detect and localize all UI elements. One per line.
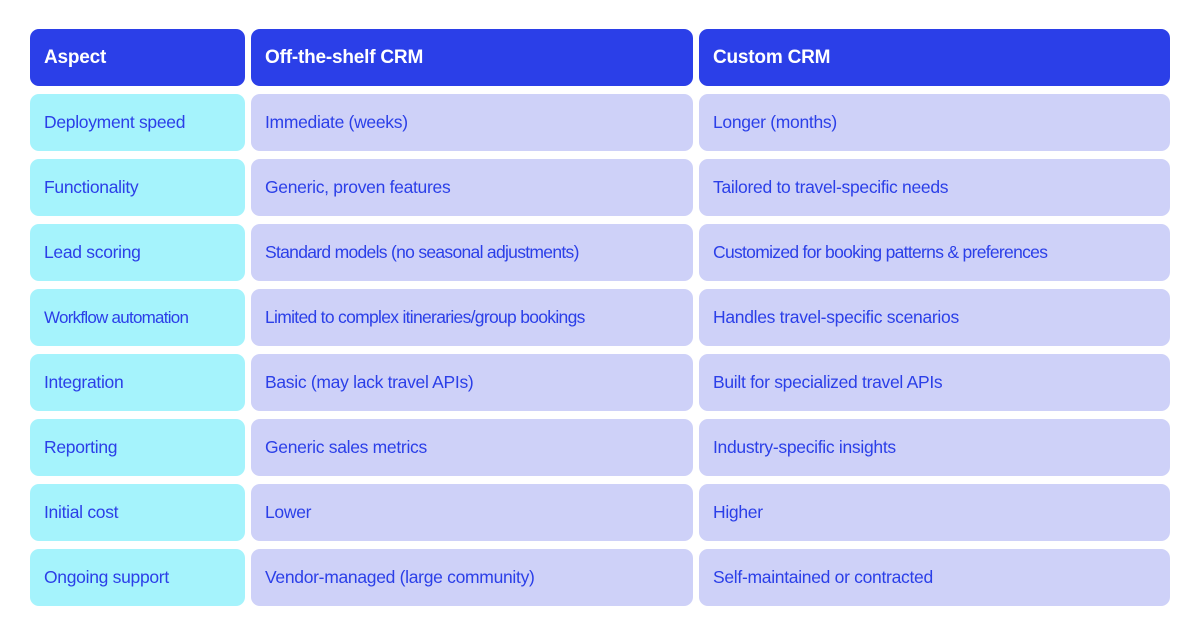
table-row: Initial cost Lower Higher	[30, 484, 1170, 541]
cell-custom: Built for specialized travel APIs	[699, 354, 1170, 411]
cell-aspect: Integration	[30, 354, 245, 411]
cell-off-the-shelf: Basic (may lack travel APIs)	[251, 354, 693, 411]
cell-aspect: Reporting	[30, 419, 245, 476]
cell-custom: Higher	[699, 484, 1170, 541]
column-header-custom-crm: Custom CRM	[699, 29, 1170, 86]
cell-aspect: Deployment speed	[30, 94, 245, 151]
cell-off-the-shelf: Limited to complex itineraries/group boo…	[251, 289, 693, 346]
table-row: Integration Basic (may lack travel APIs)…	[30, 354, 1170, 411]
column-header-off-the-shelf-crm: Off-the-shelf CRM	[251, 29, 693, 86]
cell-off-the-shelf: Generic sales metrics	[251, 419, 693, 476]
cell-custom: Industry-specific insights	[699, 419, 1170, 476]
table-header-row: Aspect Off-the-shelf CRM Custom CRM	[30, 29, 1170, 86]
cell-custom: Tailored to travel-specific needs	[699, 159, 1170, 216]
table-row: Reporting Generic sales metrics Industry…	[30, 419, 1170, 476]
cell-aspect: Ongoing support	[30, 549, 245, 606]
table-row: Deployment speed Immediate (weeks) Longe…	[30, 94, 1170, 151]
table-row: Workflow automation Limited to complex i…	[30, 289, 1170, 346]
cell-off-the-shelf: Generic, proven features	[251, 159, 693, 216]
cell-aspect: Functionality	[30, 159, 245, 216]
cell-off-the-shelf: Immediate (weeks)	[251, 94, 693, 151]
table-row: Lead scoring Standard models (no seasona…	[30, 224, 1170, 281]
cell-custom: Self-maintained or contracted	[699, 549, 1170, 606]
cell-off-the-shelf: Lower	[251, 484, 693, 541]
cell-custom: Longer (months)	[699, 94, 1170, 151]
cell-custom: Customized for booking patterns & prefer…	[699, 224, 1170, 281]
cell-off-the-shelf: Standard models (no seasonal adjustments…	[251, 224, 693, 281]
comparison-table: Aspect Off-the-shelf CRM Custom CRM Depl…	[30, 29, 1170, 606]
cell-aspect: Workflow automation	[30, 289, 245, 346]
table-row: Functionality Generic, proven features T…	[30, 159, 1170, 216]
cell-off-the-shelf: Vendor-managed (large community)	[251, 549, 693, 606]
table-row: Ongoing support Vendor-managed (large co…	[30, 549, 1170, 606]
column-header-aspect: Aspect	[30, 29, 245, 86]
cell-aspect: Initial cost	[30, 484, 245, 541]
cell-custom: Handles travel-specific scenarios	[699, 289, 1170, 346]
cell-aspect: Lead scoring	[30, 224, 245, 281]
